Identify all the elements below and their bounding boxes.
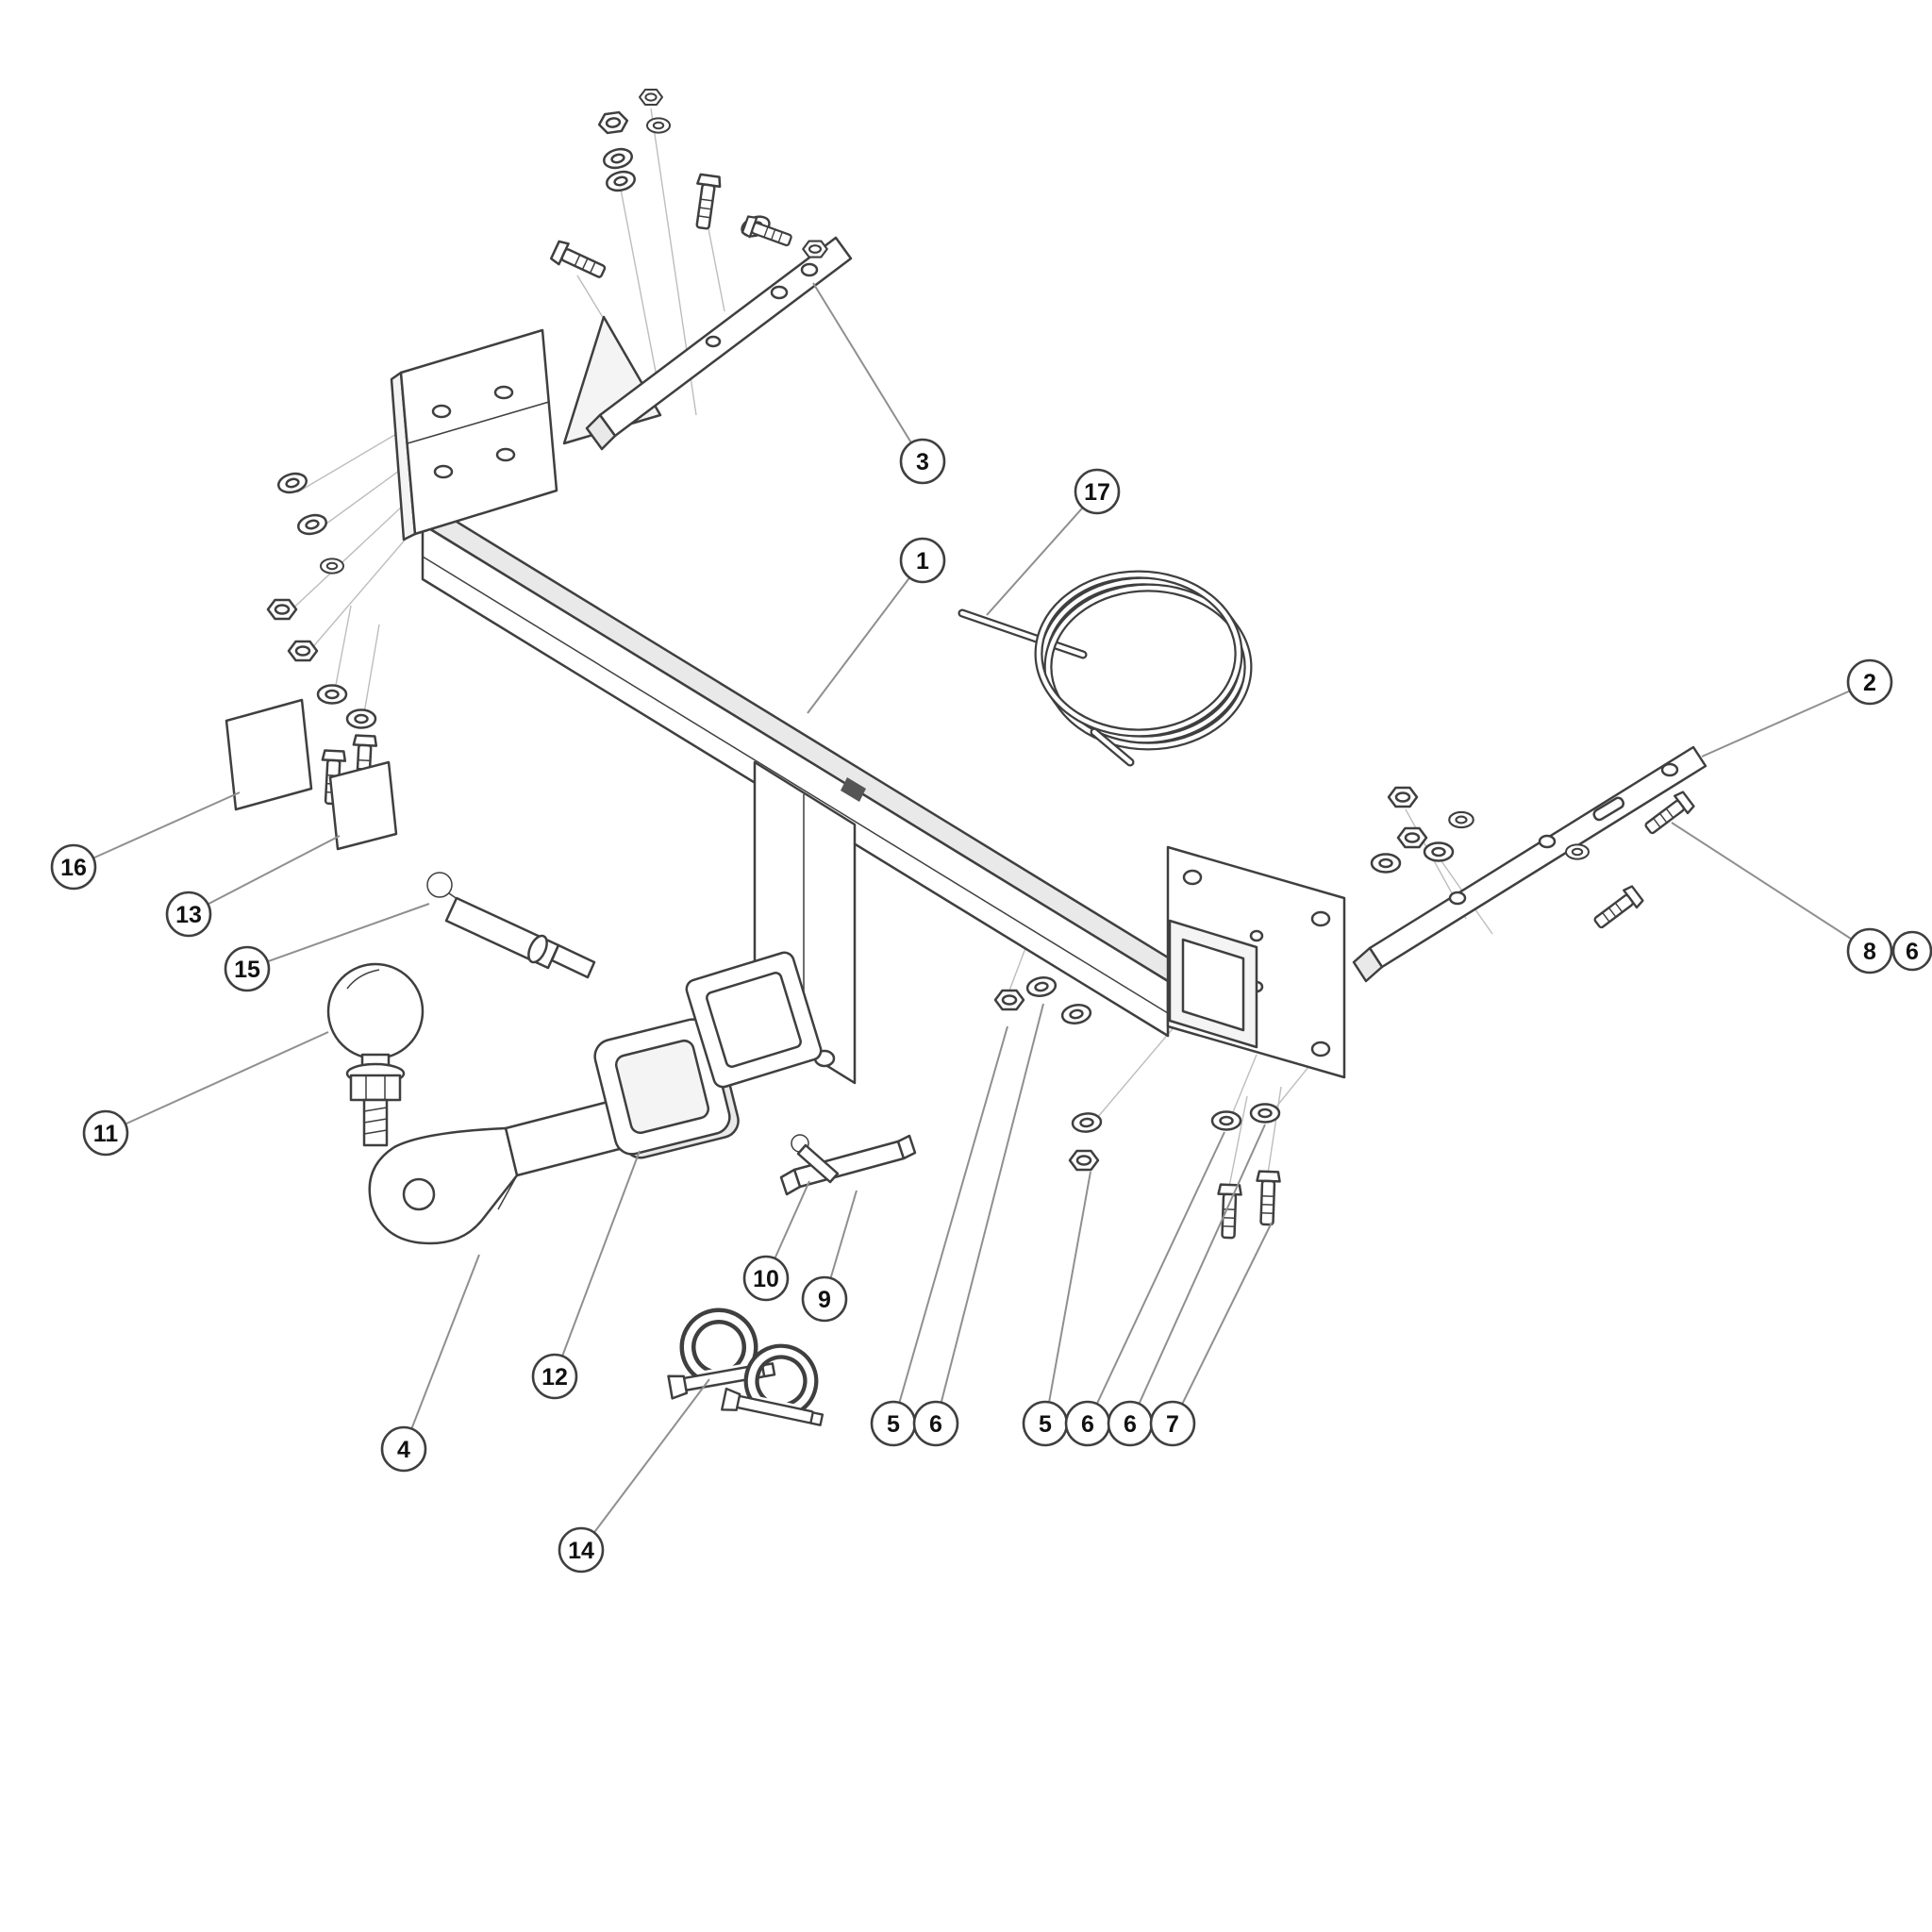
pin-bracket <box>779 1134 917 1196</box>
callout-6-mid-a-label: 6 <box>1081 1411 1094 1438</box>
spacer-plate-large <box>225 698 313 811</box>
callout-16: 16 <box>50 791 241 891</box>
callout-9: 9 <box>801 1190 858 1323</box>
receiver-tube <box>685 951 823 1089</box>
spacer-plate-small <box>328 760 398 851</box>
receiver-cover-cap <box>593 1018 740 1159</box>
callout-12: 12 <box>531 1150 641 1400</box>
callout-3-label: 3 <box>916 449 929 475</box>
hitch-pin-and-clip <box>426 872 596 979</box>
callout-7-label: 7 <box>1166 1411 1179 1438</box>
hardware-below-right <box>1068 1103 1282 1240</box>
wiring-harness-coil <box>958 570 1253 767</box>
callout-5-mid-label: 5 <box>1039 1411 1052 1438</box>
callout-9-label: 9 <box>818 1287 831 1313</box>
callout-2: 2 <box>1701 658 1893 758</box>
callout-6-mid-b-label: 6 <box>1124 1411 1137 1438</box>
callout-6-right: 6 <box>1891 930 1932 972</box>
right-receiver-stub <box>1168 919 1258 1049</box>
callout-10: 10 <box>742 1180 810 1302</box>
bow-shackles <box>659 1307 834 1433</box>
callout-1: 1 <box>807 537 946 714</box>
callout-14: 14 <box>558 1378 710 1574</box>
ball-mount-tongue <box>368 1096 651 1245</box>
callout-17: 17 <box>986 468 1121 616</box>
callout-4: 4 <box>380 1254 480 1473</box>
callout-6-left-label: 6 <box>929 1411 942 1438</box>
callout-7: 7 <box>1149 1222 1273 1447</box>
callout-12-label: 12 <box>541 1364 568 1391</box>
callout-8: 8 <box>1671 822 1893 974</box>
small-pin <box>791 1134 840 1184</box>
callout-15-label: 15 <box>234 957 260 983</box>
callout-2-label: 2 <box>1863 670 1876 696</box>
tow-ball <box>326 962 425 1147</box>
callout-5-left: 5 <box>870 1025 1008 1447</box>
right-bracket-arm <box>1352 745 1707 983</box>
left-mount-bracket <box>390 328 558 541</box>
hardware-left-cluster <box>266 469 345 662</box>
callout-14-label: 14 <box>568 1538 594 1564</box>
callout-11: 11 <box>82 1031 329 1157</box>
callout-6-right-label: 6 <box>1906 939 1919 965</box>
callouts: 3 17 1 2 8 6 16 <box>50 282 1932 1574</box>
callout-1-label: 1 <box>916 548 929 575</box>
callout-17-label: 17 <box>1084 479 1110 506</box>
callout-10-label: 10 <box>753 1266 779 1292</box>
callout-8-label: 8 <box>1863 939 1876 965</box>
crossbar-beam <box>421 509 1187 1038</box>
callout-13-label: 13 <box>175 902 202 928</box>
callout-4-label: 4 <box>397 1437 410 1463</box>
top-bracket-arm <box>562 236 853 451</box>
callout-6-left: 6 <box>912 1003 1044 1447</box>
callout-11-label: 11 <box>93 1121 119 1147</box>
callout-5-left-label: 5 <box>887 1411 900 1438</box>
callout-3: 3 <box>812 282 946 485</box>
callout-15: 15 <box>224 903 430 992</box>
callout-13: 13 <box>165 835 341 938</box>
callout-5-mid: 5 <box>1022 1171 1091 1447</box>
callout-16-label: 16 <box>60 855 87 881</box>
hardware-mid-beam <box>993 974 1093 1027</box>
